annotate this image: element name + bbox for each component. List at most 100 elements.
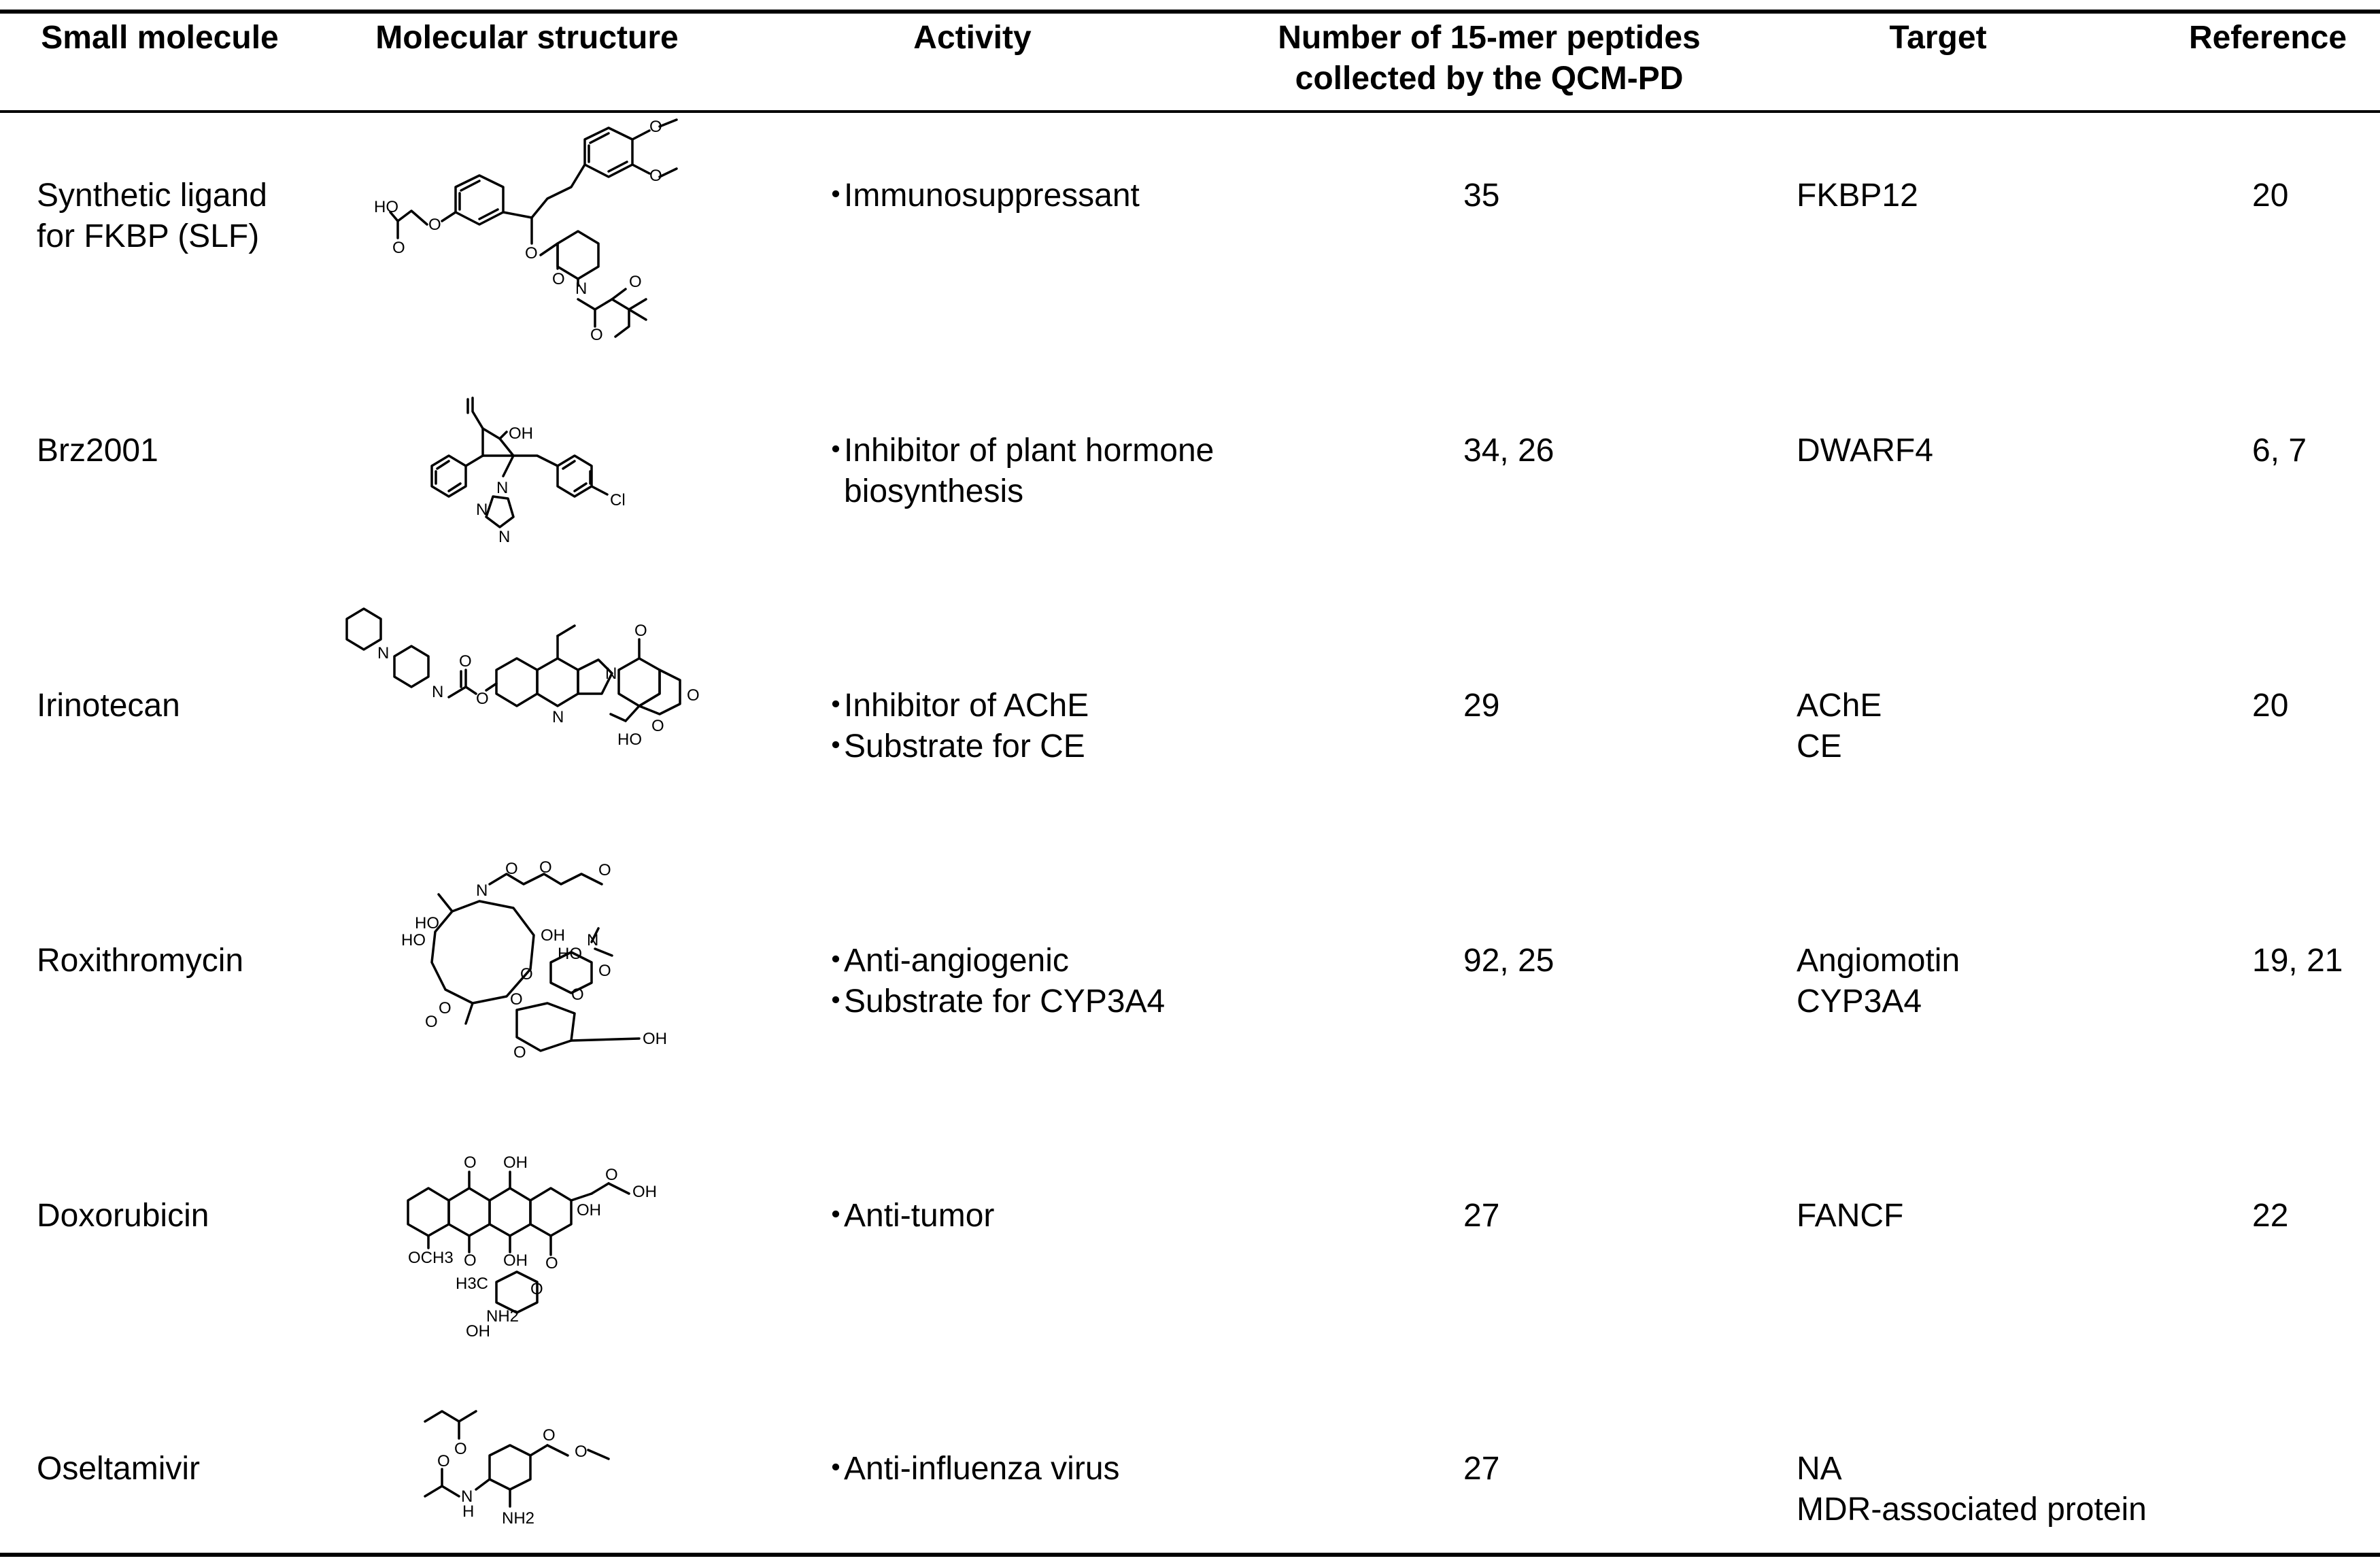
svg-text:O: O [598, 861, 611, 879]
svg-text:O: O [505, 860, 518, 878]
svg-text:O: O [392, 239, 405, 257]
svg-text:O: O [525, 244, 538, 263]
svg-text:NH2: NH2 [486, 1307, 519, 1326]
svg-text:O: O [459, 652, 472, 671]
svg-text:N: N [496, 479, 508, 497]
activity-cell: ・Anti-tumor [819, 1196, 994, 1236]
top-rule [0, 10, 2380, 14]
svg-text:N: N [605, 664, 617, 683]
header-rule [0, 110, 2380, 113]
header-small-molecule: Small molecule [41, 20, 279, 56]
svg-text:O: O [634, 622, 647, 640]
activity-item: ・Immunosuppressant [819, 178, 1140, 214]
svg-text:OH: OH [503, 1251, 528, 1270]
peptide-count: 92, 25 [1463, 943, 1554, 979]
svg-text:O: O [571, 985, 584, 1004]
activity-cell: ・Inhibitor of AChE ・Substrate for CE [819, 686, 1089, 767]
activity-item: ・Substrate for CE [819, 728, 1085, 764]
svg-text:N: N [461, 1487, 473, 1506]
svg-text:HO: HO [401, 931, 426, 949]
activity-item: ・Inhibitor of AChE [819, 688, 1089, 724]
target-cell: Angiomotin CYP3A4 [1797, 943, 1960, 1020]
target-cell: FKBP12 [1797, 178, 1918, 214]
reference-cell: 6, 7 [2252, 433, 2307, 469]
svg-text:O: O [510, 990, 523, 1009]
reference-cell: 20 [2252, 688, 2289, 724]
activity-cell: ・Inhibitor of plant hormone biosynthesis [819, 431, 1214, 512]
svg-text:O: O [543, 1426, 556, 1445]
svg-text:H3C: H3C [456, 1275, 488, 1293]
peptide-count: 34, 26 [1463, 433, 1554, 469]
molecule-name: Roxithromycin [37, 943, 244, 979]
molecule-name: Doxorubicin [37, 1198, 209, 1234]
svg-text:OCH3: OCH3 [408, 1249, 454, 1267]
svg-text:N: N [377, 644, 389, 662]
svg-text:O: O [605, 1166, 618, 1184]
svg-text:O: O [437, 1452, 450, 1470]
svg-text:O: O [520, 965, 533, 983]
header-peptides-line2: collected by the QCM-PD [1295, 61, 1684, 97]
svg-text:O: O [598, 962, 611, 980]
svg-text:OH: OH [541, 926, 565, 945]
svg-text:O: O [590, 326, 603, 344]
svg-text:N: N [498, 528, 510, 546]
svg-text:O: O [530, 1280, 543, 1298]
molecule-name: Synthetic ligand for FKBP (SLF) [37, 178, 267, 254]
reference-cell: 22 [2252, 1198, 2289, 1234]
activity-cell: ・Anti-influenza virus [819, 1449, 1120, 1489]
svg-text:O: O [428, 216, 441, 234]
target-cell: DWARF4 [1797, 433, 1933, 469]
svg-text:O: O [464, 1251, 477, 1270]
svg-text:OH: OH [643, 1030, 667, 1048]
svg-text:O: O [439, 999, 452, 1017]
svg-text:O: O [476, 690, 489, 708]
svg-text:OH: OH [577, 1201, 601, 1219]
svg-text:O: O [649, 118, 662, 136]
peptide-count: 35 [1463, 178, 1500, 214]
svg-text:O: O [629, 273, 642, 291]
svg-text:HO: HO [617, 730, 642, 749]
target-cell: FANCF [1797, 1198, 1904, 1234]
molecule-name: Brz2001 [37, 433, 158, 469]
svg-text:O: O [454, 1440, 467, 1458]
svg-text:OH: OH [466, 1322, 490, 1341]
header-activity: Activity [913, 20, 1032, 56]
target-cell: NA MDR-associated protein [1797, 1451, 2147, 1528]
molecule-name: Irinotecan [37, 688, 180, 724]
svg-text:OH: OH [632, 1183, 657, 1201]
svg-text:HO: HO [415, 914, 439, 932]
reference-cell: 19, 21 [2252, 943, 2343, 979]
activity-item: ・Anti-influenza virus [819, 1451, 1120, 1487]
svg-text:H: H [462, 1502, 474, 1521]
header-target: Target [1889, 20, 1987, 56]
svg-text:O: O [539, 858, 552, 877]
irinotecan-structure-icon: N N O O N N O O O HO [340, 605, 734, 809]
target-cell: AChE CE [1797, 688, 1882, 764]
peptide-count: 29 [1463, 688, 1500, 724]
svg-text:OH: OH [503, 1153, 528, 1172]
header-peptides-line1: Number of 15-mer peptides [1278, 20, 1701, 56]
bottom-rule [0, 1553, 2380, 1557]
svg-text:O: O [464, 1153, 477, 1172]
svg-text:O: O [425, 1013, 438, 1031]
svg-text:N: N [552, 708, 564, 726]
svg-text:HO: HO [374, 198, 398, 216]
svg-text:O: O [651, 717, 664, 735]
svg-text:N: N [476, 881, 488, 900]
header-reference: Reference [2188, 20, 2347, 56]
svg-text:O: O [513, 1043, 526, 1062]
svg-text:N: N [432, 683, 443, 701]
svg-text:O: O [552, 270, 565, 288]
activity-item: ・Anti-tumor [819, 1198, 995, 1234]
svg-text:O: O [545, 1254, 558, 1273]
svg-text:O: O [575, 1443, 588, 1461]
svg-text:O: O [687, 686, 700, 705]
activity-cell: ・Anti-angiogenic ・Substrate for CYP3A4 [819, 941, 1165, 1022]
slf-structure-icon: O O O O HO O O N O O [374, 118, 700, 344]
activity-item: ・Substrate for CYP3A4 [819, 983, 1166, 1020]
svg-text:O: O [649, 167, 662, 185]
svg-text:Cl: Cl [610, 491, 626, 509]
